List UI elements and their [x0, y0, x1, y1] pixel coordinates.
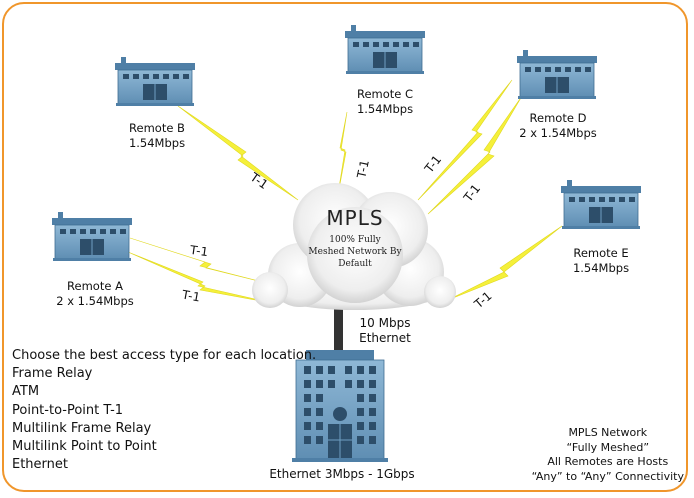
cloud-subtitle-line: Meshed Network By — [308, 247, 402, 257]
network-legend: MPLS Network “Fully Meshed” All Remotes … — [532, 426, 684, 484]
link-b-bolt — [177, 105, 299, 201]
legend-line: “Any” to “Any” Connectivity — [531, 469, 684, 483]
choices-prompt: Choose the best access type for each loc… — [12, 348, 317, 363]
link-d2-bolt — [427, 95, 523, 215]
building-remote-d — [516, 49, 598, 100]
cloud-subtitle-line: Default — [338, 259, 372, 269]
hq-label: Ethernet 3Mbps - 1Gbps — [269, 467, 415, 481]
remote-speed: 2 x 1.54Mbps — [56, 294, 134, 308]
remote-b-label: Remote B 1.54Mbps — [112, 121, 202, 151]
link-a2-label: T-1 — [180, 287, 202, 305]
cloud-label: MPLS 100% Fully Meshed Network By Defaul… — [290, 206, 420, 270]
legend-line: All Remotes are Hosts — [547, 455, 669, 468]
remote-name: Remote D — [529, 111, 587, 125]
remote-e-label: Remote E 1.54Mbps — [556, 246, 646, 276]
remote-name: Remote E — [573, 246, 629, 260]
uplink-label: 10 Mbps Ethernet — [350, 316, 420, 346]
building-remote-e — [560, 179, 642, 230]
uplink-speed: 10 Mbps — [359, 316, 411, 330]
remote-d-label: Remote D 2 x 1.54Mbps — [508, 111, 608, 141]
remote-a-label: Remote A 2 x 1.54Mbps — [50, 279, 140, 309]
cloud-subtitle-line: 100% Fully — [329, 235, 381, 245]
cloud-subtitle: 100% Fully Meshed Network By Default — [290, 234, 420, 270]
remote-speed: 1.54Mbps — [356, 102, 414, 116]
remote-speed: 1.54Mbps — [572, 261, 630, 275]
building-remote-a — [51, 211, 133, 262]
legend-line: “Fully Meshed” — [566, 440, 650, 454]
remote-name: Remote A — [67, 279, 123, 293]
link-d1-bolt — [417, 79, 513, 201]
uplink-pole — [334, 302, 343, 360]
link-e-bolt — [447, 225, 563, 301]
choice-multilink-frame-relay: Multilink Frame Relay — [12, 420, 152, 436]
choice-point-to-point: Point-to-Point T-1 — [12, 402, 124, 418]
diagram-frame — [2, 2, 688, 492]
access-choices: Choose the best access type for each loc… — [12, 347, 316, 474]
remote-speed: 2 x 1.54Mbps — [519, 126, 597, 140]
building-remote-b — [114, 56, 196, 107]
uplink-type: Ethernet — [359, 331, 411, 345]
choice-frame-relay: Frame Relay — [12, 366, 93, 382]
remote-c-label: Remote C 1.54Mbps — [340, 87, 430, 117]
mpls-cloud — [252, 183, 456, 310]
legend-line: MPLS Network — [568, 426, 648, 439]
hq-building — [292, 350, 388, 462]
choice-multilink-ppp: Multilink Point to Point — [12, 439, 157, 455]
choice-atm: ATM — [12, 384, 40, 400]
choice-ethernet: Ethernet — [12, 457, 68, 473]
remote-name: Remote B — [129, 121, 185, 135]
remote-name: Remote C — [356, 87, 414, 101]
building-remote-c — [344, 24, 426, 75]
cloud-title: MPLS — [326, 206, 384, 230]
clock-icon — [333, 407, 347, 421]
link-a1-label: T-1 — [189, 242, 210, 260]
remote-speed: 1.54Mbps — [128, 136, 186, 150]
